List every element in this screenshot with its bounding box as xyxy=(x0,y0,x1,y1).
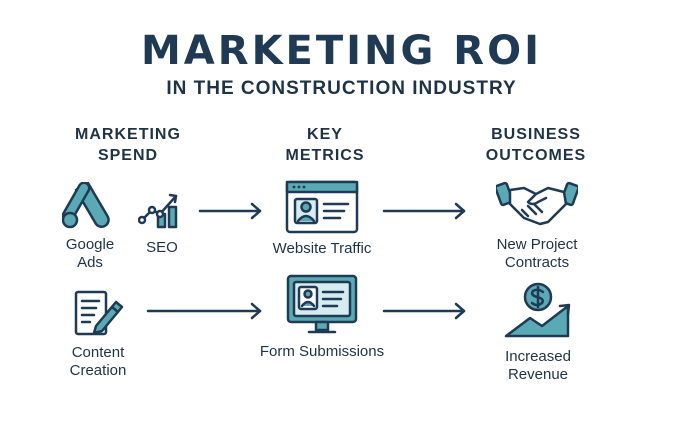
column-header-business-outcomes: BUSINESS OUTCOMES xyxy=(456,124,616,166)
node-google-ads: Google Ads xyxy=(54,236,126,272)
node-label-line: Revenue xyxy=(507,366,569,383)
node-label-line: Creation xyxy=(69,362,127,379)
seo-chart-icon xyxy=(138,193,178,229)
column-header-line: METRICS xyxy=(285,147,365,164)
column-header-key-metrics: KEY METRICS xyxy=(245,124,405,166)
node-website-traffic: Website Traffic xyxy=(272,240,372,257)
node-increased-revenue: Increased Revenue xyxy=(488,348,588,384)
arrow-form-submissions-to-revenue xyxy=(382,302,466,320)
node-new-project-contracts: New Project Contracts xyxy=(482,236,592,272)
node-label-line: Increased xyxy=(505,348,571,365)
document-pen-icon xyxy=(74,290,124,336)
node-label-line: Google xyxy=(65,236,115,253)
google-ads-icon xyxy=(62,182,110,229)
node-label-line: Content xyxy=(71,344,125,361)
column-header-line: SPEND xyxy=(97,147,159,164)
browser-window-icon xyxy=(285,180,359,234)
column-header-line: OUTCOMES xyxy=(485,147,587,164)
node-content-creation: Content Creation xyxy=(56,344,140,380)
handshake-icon xyxy=(496,181,578,226)
arrow-website-traffic-to-contracts xyxy=(382,202,466,220)
column-header-marketing-spend: MARKETING SPEND xyxy=(48,124,208,166)
node-form-submissions: Form Submissions xyxy=(259,343,385,360)
monitor-form-icon xyxy=(286,274,358,334)
column-header-line: BUSINESS xyxy=(491,126,581,143)
diagram-subtitle: IN THE CONSTRUCTION INDUSTRY xyxy=(166,78,517,99)
node-label-line: New Project xyxy=(496,236,578,253)
arrow-content-to-form-submissions xyxy=(146,302,262,320)
node-seo: SEO xyxy=(146,239,178,256)
column-header-line: KEY xyxy=(307,126,343,143)
diagram-title: MARKETING ROI xyxy=(141,28,542,74)
column-header-line: MARKETING xyxy=(75,126,181,143)
node-label-line: Contracts xyxy=(504,254,570,271)
node-label-line: Ads xyxy=(77,254,103,271)
dollar-growth-icon xyxy=(504,282,571,338)
arrow-seo-to-website-traffic xyxy=(198,202,262,220)
